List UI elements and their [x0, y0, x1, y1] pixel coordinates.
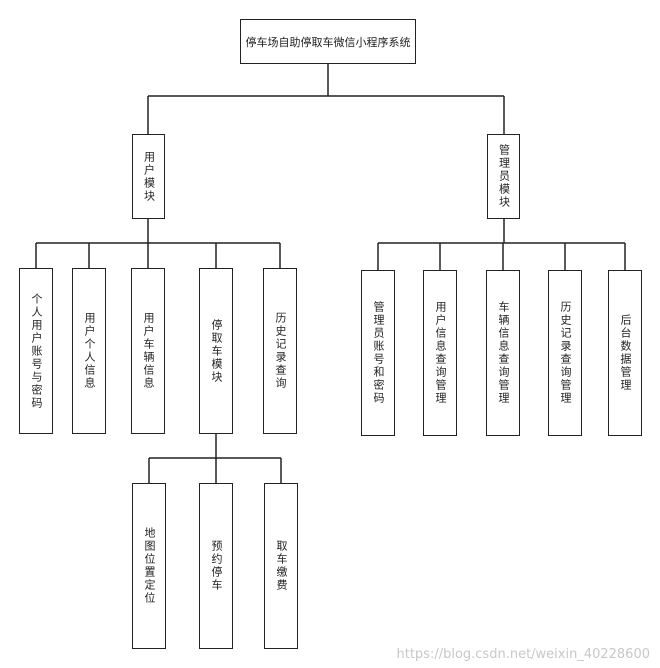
user-vehicle-label: 用户车辆信息 — [142, 312, 155, 390]
user-history-node: 历史记录查询 — [263, 268, 297, 434]
parking-module-label: 停取车模块 — [210, 318, 223, 384]
user-vehicle-node: 用户车辆信息 — [131, 268, 165, 434]
user-account-label: 个人用户账号与密码 — [30, 292, 43, 410]
vehicle-info-query-label: 车辆信息查询管理 — [497, 301, 510, 405]
root-node-label: 停车场自助停取车微信小程序系统 — [245, 35, 411, 49]
user-info-node: 用户个人信息 — [72, 268, 106, 434]
pickup-payment-node: 取车缴费 — [264, 483, 298, 649]
admin-account-label: 管理员账号和密码 — [372, 301, 385, 405]
user-info-label: 用户个人信息 — [83, 312, 96, 390]
admin-module-label: 管理员模块 — [497, 144, 511, 209]
watermark: https://blog.csdn.net/weixin_40228600 — [396, 647, 650, 662]
map-location-node: 地图位置定位 — [132, 483, 166, 649]
pickup-payment-label: 取车缴费 — [275, 540, 288, 592]
history-query-node: 历史记录查询管理 — [548, 270, 582, 436]
root-node: 停车场自助停取车微信小程序系统 — [240, 19, 416, 64]
user-history-label: 历史记录查询 — [274, 312, 287, 390]
user-info-query-node: 用户信息查询管理 — [423, 270, 457, 436]
reserve-parking-node: 预约停车 — [199, 483, 233, 649]
user-module-node: 用户模块 — [132, 134, 165, 219]
user-account-node: 个人用户账号与密码 — [19, 268, 53, 434]
history-query-label: 历史记录查询管理 — [559, 301, 572, 405]
user-info-query-label: 用户信息查询管理 — [434, 301, 447, 405]
admin-account-node: 管理员账号和密码 — [361, 270, 395, 436]
backend-data-label: 后台数据管理 — [619, 314, 632, 392]
vehicle-info-query-node: 车辆信息查询管理 — [486, 270, 520, 436]
backend-data-node: 后台数据管理 — [608, 270, 642, 436]
reserve-parking-label: 预约停车 — [210, 540, 223, 592]
parking-module-node: 停取车模块 — [199, 268, 233, 434]
user-module-label: 用户模块 — [142, 150, 156, 203]
admin-module-node: 管理员模块 — [487, 134, 520, 219]
map-location-label: 地图位置定位 — [143, 527, 156, 605]
